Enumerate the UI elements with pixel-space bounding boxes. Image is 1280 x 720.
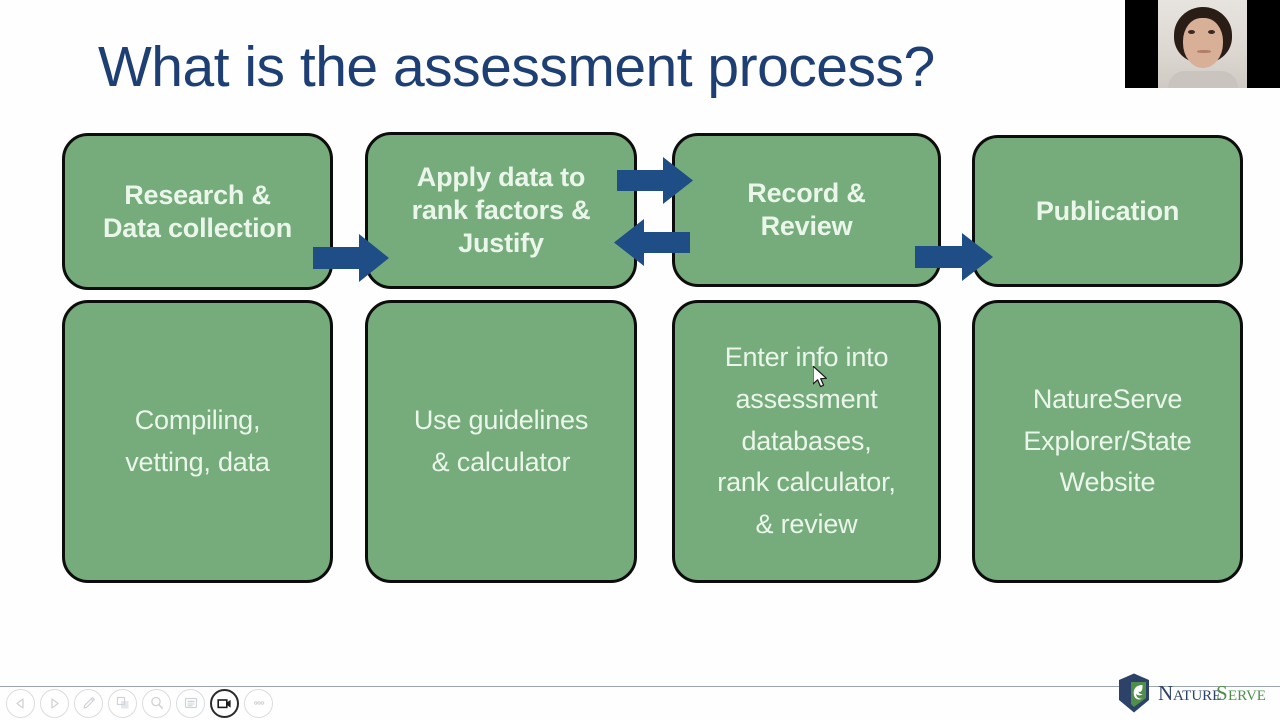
detail-box-label: Compiling,vetting, data: [125, 404, 270, 477]
arrow-right-icon: [617, 157, 693, 204]
process-box-label: Publication: [1035, 195, 1180, 226]
process-box-research: Research &Data collection: [62, 133, 333, 290]
arrow-right-icon: [313, 234, 389, 282]
eye-right: [1208, 30, 1215, 34]
more-options-icon[interactable]: [244, 688, 273, 718]
layers-icon[interactable]: [108, 688, 137, 718]
pen-icon[interactable]: [74, 688, 103, 718]
face-shape: [1183, 18, 1223, 68]
svg-text:ATURE: ATURE: [1173, 688, 1221, 704]
svg-text:S: S: [1216, 681, 1228, 705]
detail-box-compiling: Compiling,vetting, data: [62, 300, 333, 583]
mouse-cursor-icon: [812, 365, 831, 390]
previous-slide-icon[interactable]: [6, 688, 35, 718]
natureserve-wordmark: N ATURE S ERVE: [1158, 681, 1266, 705]
process-box-record-review: Record &Review: [672, 133, 941, 287]
arrow-right-icon: [915, 233, 993, 281]
mouth-shape: [1197, 50, 1211, 53]
zoom-icon[interactable]: [142, 688, 171, 718]
svg-text:N: N: [1158, 681, 1173, 705]
video-camera-icon[interactable]: [210, 688, 239, 718]
notes-icon[interactable]: [176, 688, 205, 718]
svg-text:ERVE: ERVE: [1228, 688, 1266, 704]
arrow-left-icon: [614, 219, 690, 266]
avatar: [1158, 0, 1247, 88]
process-box-label: Research &Data collection: [102, 179, 293, 243]
detail-box-label: Use guidelines& calculator: [413, 404, 589, 477]
presentation-toolbar: [6, 686, 273, 720]
process-box-publication: Publication: [972, 135, 1243, 287]
detail-box-guidelines: Use guidelines& calculator: [365, 300, 637, 583]
process-box-label: Record &Review: [747, 178, 866, 241]
presenter-video-thumbnail[interactable]: [1125, 0, 1280, 88]
shoulders-shape: [1168, 71, 1238, 88]
natureserve-shield-icon: [1119, 673, 1149, 713]
natureserve-logo: N ATURE S ERVE: [1117, 672, 1266, 714]
eye-left: [1188, 30, 1195, 34]
next-slide-icon[interactable]: [40, 688, 69, 718]
toolbar-divider: [0, 686, 1280, 687]
page-title: What is the assessment process?: [98, 35, 935, 99]
